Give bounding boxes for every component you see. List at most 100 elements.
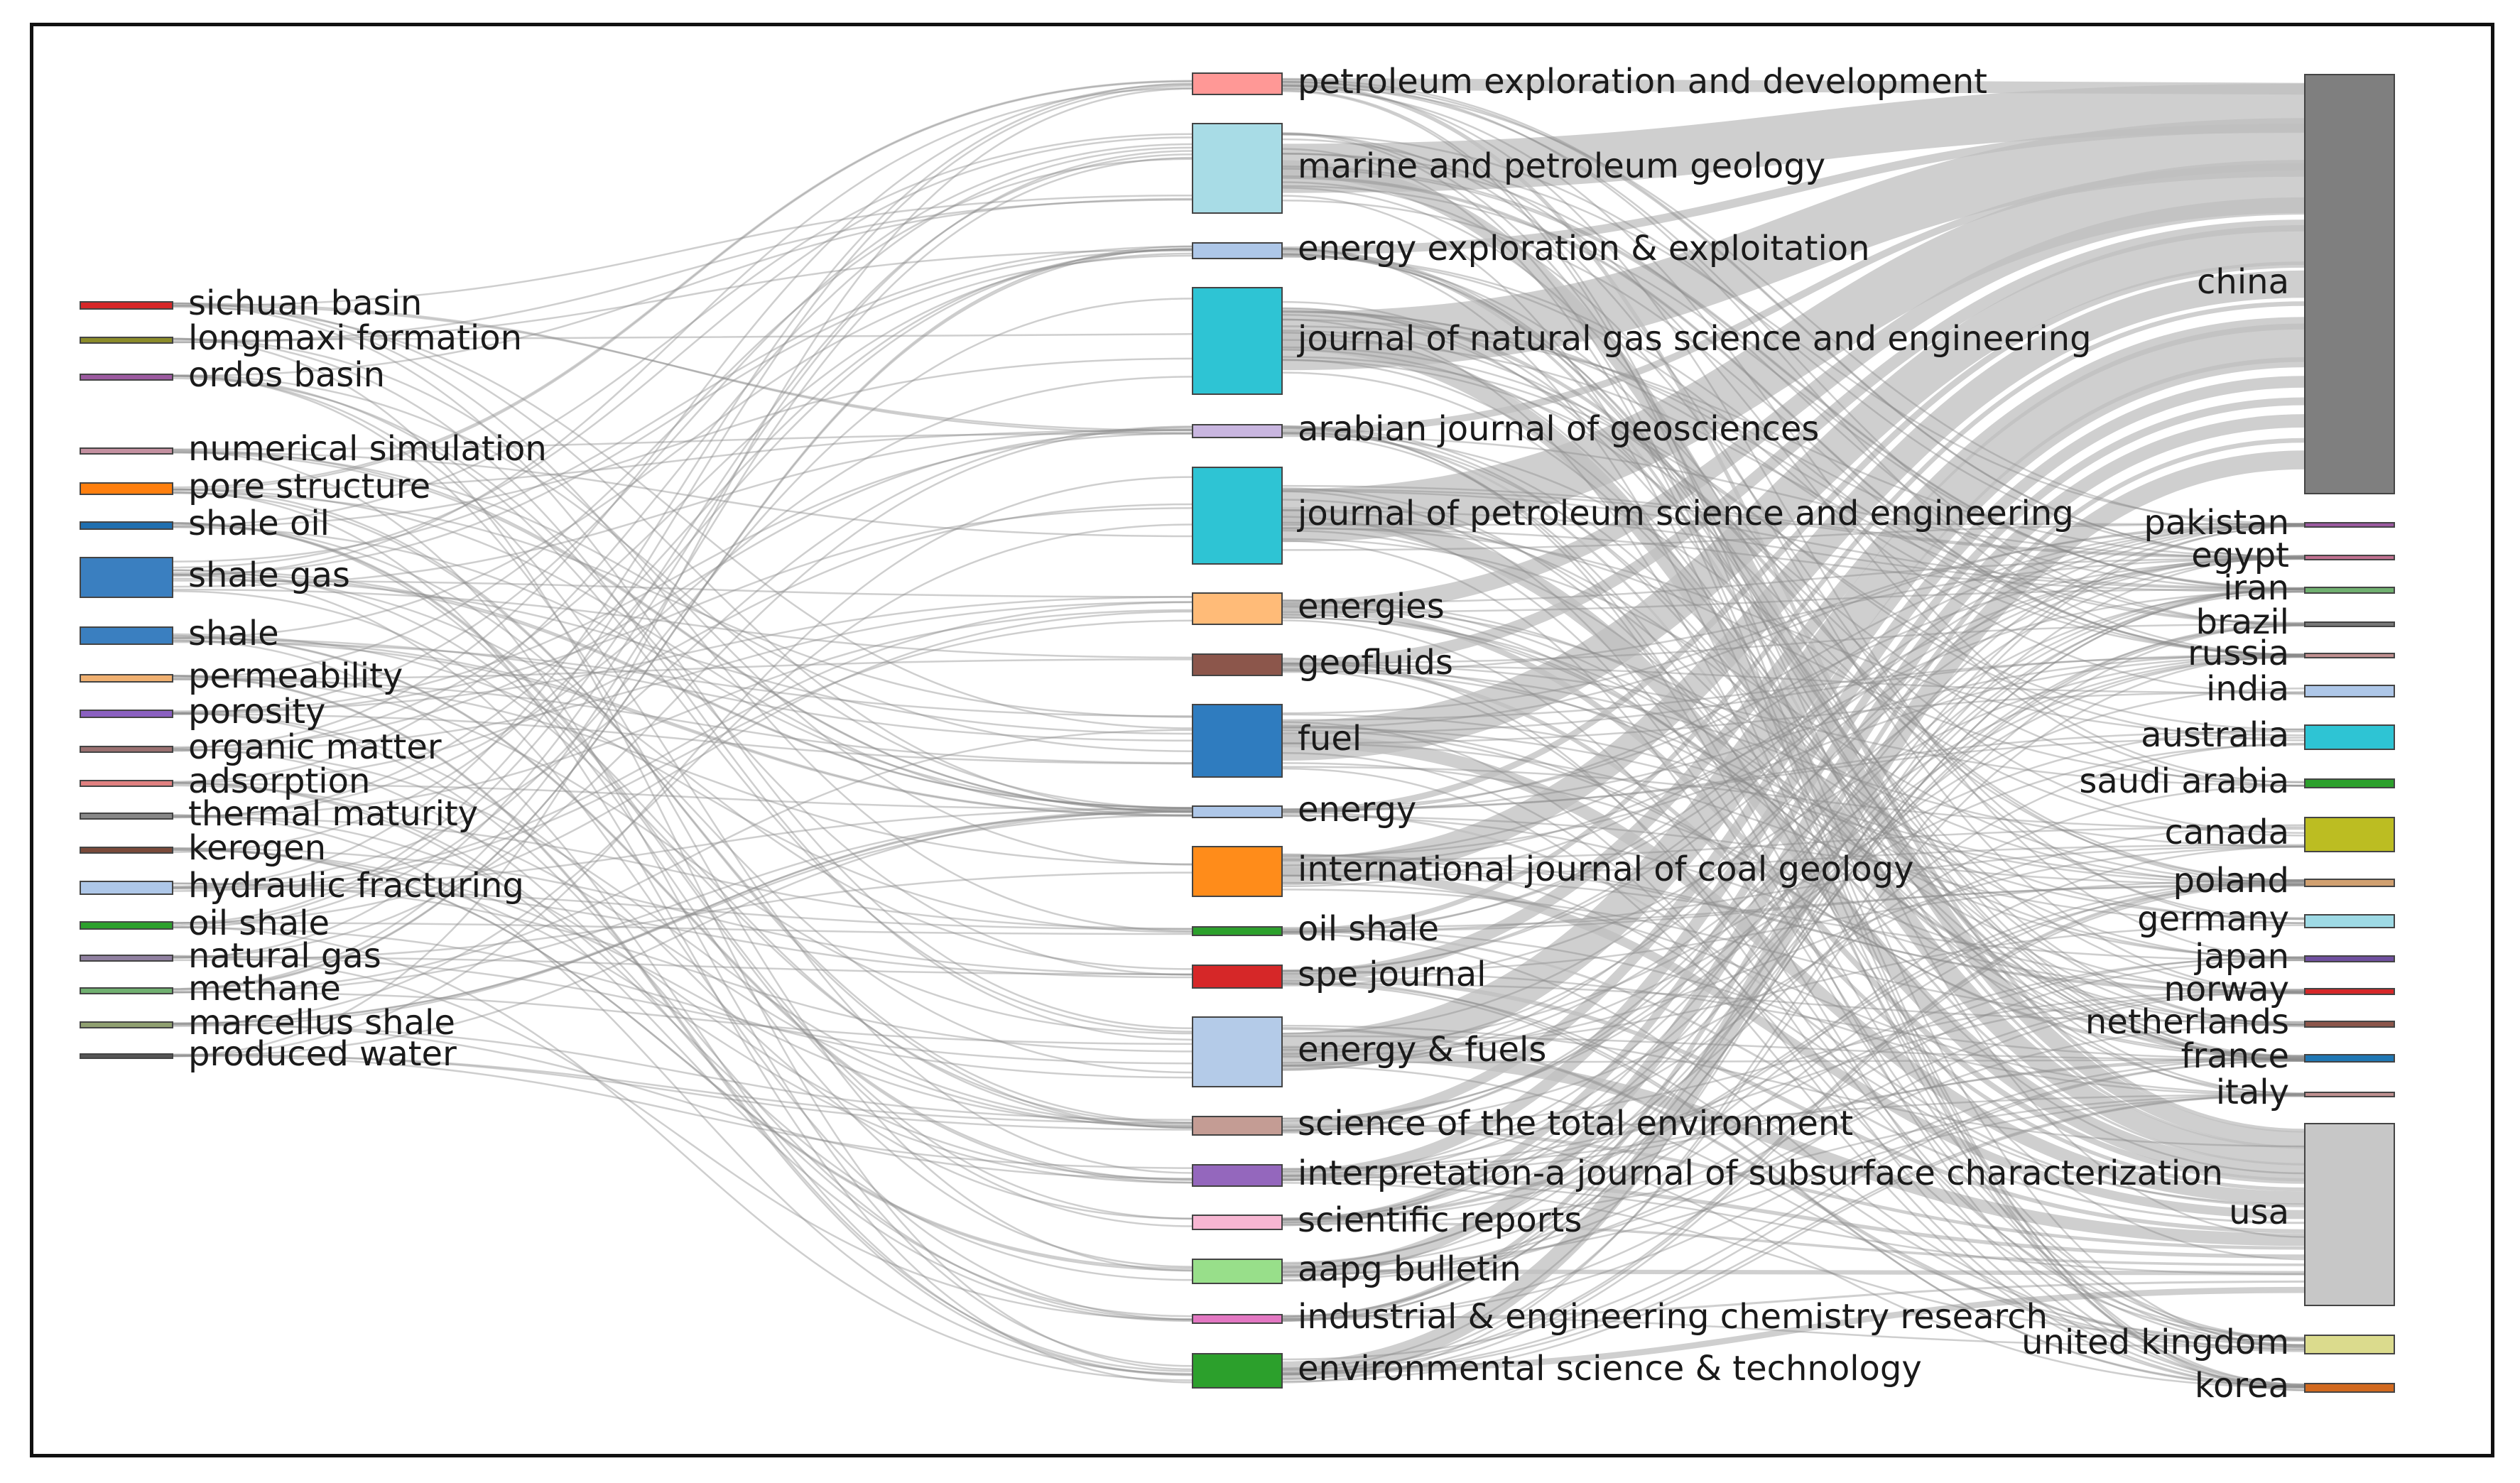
country-label: china bbox=[2197, 262, 2289, 302]
flow-journal-to-country bbox=[1281, 884, 2306, 1221]
journal-node[interactable] bbox=[1192, 846, 1283, 897]
journal-node[interactable] bbox=[1192, 467, 1283, 565]
flow-journal-to-country bbox=[1281, 509, 2306, 591]
keyword-node[interactable] bbox=[80, 780, 173, 787]
keyword-node[interactable] bbox=[80, 955, 173, 962]
journal-node[interactable] bbox=[1192, 123, 1283, 214]
country-node[interactable] bbox=[2304, 522, 2395, 528]
journal-node[interactable] bbox=[1192, 1164, 1283, 1187]
flow-keyword-to-journal bbox=[172, 816, 1193, 930]
country-node[interactable] bbox=[2304, 817, 2395, 852]
country-label: united kingdom bbox=[2021, 1322, 2289, 1362]
country-node[interactable] bbox=[2304, 1335, 2395, 1354]
country-node[interactable] bbox=[2304, 778, 2395, 788]
flow-keyword-to-journal bbox=[172, 577, 1193, 735]
flow-journal-to-country bbox=[1281, 691, 2306, 744]
journal-node[interactable] bbox=[1192, 424, 1283, 438]
keyword-node[interactable] bbox=[80, 847, 173, 854]
flow-journal-to-country bbox=[1281, 884, 2306, 933]
flow-journal-to-usa bbox=[1281, 1124, 2306, 1250]
flow-journal-to-country bbox=[1281, 713, 2306, 883]
country-node[interactable] bbox=[2304, 653, 2395, 658]
journal-node[interactable] bbox=[1192, 1116, 1283, 1136]
flow-keyword-to-journal bbox=[172, 641, 1193, 717]
country-node[interactable] bbox=[2304, 1092, 2395, 1097]
journal-node[interactable] bbox=[1192, 1259, 1283, 1284]
flow-keyword-to-journal bbox=[172, 783, 1193, 810]
country-node[interactable] bbox=[2304, 955, 2395, 962]
journal-node[interactable] bbox=[1192, 287, 1283, 395]
flow-journal-to-country bbox=[1281, 84, 2306, 626]
keyword-node[interactable] bbox=[80, 710, 173, 718]
country-node[interactable] bbox=[2304, 988, 2395, 995]
flow-journal-to-country bbox=[1281, 587, 2306, 1322]
journal-node[interactable] bbox=[1192, 926, 1283, 936]
keyword-node[interactable] bbox=[80, 482, 173, 495]
country-node[interactable] bbox=[2304, 621, 2395, 627]
flow-keyword-to-journal bbox=[172, 991, 1193, 1045]
country-label: egypt bbox=[2191, 536, 2289, 575]
country-node[interactable] bbox=[2304, 74, 2395, 494]
flow-keyword-to-journal bbox=[172, 488, 1193, 817]
keyword-node[interactable] bbox=[80, 881, 173, 895]
flow-journal-to-china bbox=[1281, 83, 2306, 193]
country-node[interactable] bbox=[2304, 914, 2395, 928]
flow-journal-to-country bbox=[1281, 80, 2306, 558]
country-node[interactable] bbox=[2304, 1021, 2395, 1028]
keyword-node[interactable] bbox=[80, 1021, 173, 1028]
flow-journal-to-china bbox=[1281, 270, 2306, 886]
flow-journal-to-country bbox=[1281, 881, 2306, 1374]
flow-journal-to-country bbox=[1281, 727, 2306, 886]
keyword-node[interactable] bbox=[80, 337, 173, 344]
keyword-node[interactable] bbox=[80, 813, 173, 820]
keyword-node[interactable] bbox=[80, 626, 173, 645]
flow-journal-to-country bbox=[1281, 248, 2306, 1058]
journal-node[interactable] bbox=[1192, 1016, 1283, 1087]
country-label: france bbox=[2181, 1036, 2289, 1076]
flow-keyword-to-journal bbox=[172, 153, 1193, 926]
journal-node[interactable] bbox=[1192, 653, 1283, 676]
journal-node[interactable] bbox=[1192, 805, 1283, 818]
journal-node[interactable] bbox=[1192, 704, 1283, 778]
keyword-node[interactable] bbox=[80, 301, 173, 310]
country-label: saudi arabia bbox=[2079, 761, 2289, 801]
journal-node[interactable] bbox=[1192, 592, 1283, 625]
flow-journal-to-country bbox=[1281, 133, 2306, 1386]
flow-journal-to-country bbox=[1281, 737, 2306, 810]
journal-node[interactable] bbox=[1192, 242, 1283, 259]
flow-keyword-to-journal bbox=[172, 80, 1193, 489]
country-node[interactable] bbox=[2304, 879, 2395, 887]
country-node[interactable] bbox=[2304, 1054, 2395, 1063]
country-node[interactable] bbox=[2304, 685, 2395, 697]
country-node[interactable] bbox=[2304, 1123, 2395, 1306]
country-label: germany bbox=[2137, 899, 2289, 939]
keyword-node[interactable] bbox=[80, 447, 173, 455]
country-node[interactable] bbox=[2304, 587, 2395, 594]
keyword-node[interactable] bbox=[80, 557, 173, 598]
flow-keyword-to-journal bbox=[172, 782, 1193, 1281]
keyword-node[interactable] bbox=[80, 987, 173, 994]
keyword-node[interactable] bbox=[80, 374, 173, 381]
flow-keyword-to-journal bbox=[172, 848, 1193, 1270]
keyword-node[interactable] bbox=[80, 1053, 173, 1059]
flow-keyword-to-journal bbox=[172, 523, 1193, 1026]
keyword-node[interactable] bbox=[80, 674, 173, 683]
journal-node[interactable] bbox=[1192, 72, 1283, 95]
journal-node[interactable] bbox=[1192, 1353, 1283, 1389]
keyword-node[interactable] bbox=[80, 746, 173, 753]
journal-node[interactable] bbox=[1192, 1314, 1283, 1324]
flow-keyword-to-journal bbox=[172, 588, 1193, 659]
flow-journal-to-usa bbox=[1281, 810, 2306, 1207]
flow-keyword-to-journal bbox=[172, 847, 1193, 1271]
keyword-node[interactable] bbox=[80, 921, 173, 930]
country-node[interactable] bbox=[2304, 1383, 2395, 1393]
country-node[interactable] bbox=[2304, 555, 2395, 560]
flow-journal-to-usa bbox=[1281, 1221, 2306, 1266]
journal-node[interactable] bbox=[1192, 1215, 1283, 1230]
journal-node[interactable] bbox=[1192, 965, 1283, 989]
keyword-label: adsorption bbox=[188, 761, 370, 801]
country-node[interactable] bbox=[2304, 724, 2395, 750]
flow-journal-to-country bbox=[1281, 359, 2306, 787]
flow-journal-to-country bbox=[1281, 254, 2306, 920]
keyword-node[interactable] bbox=[80, 521, 173, 530]
